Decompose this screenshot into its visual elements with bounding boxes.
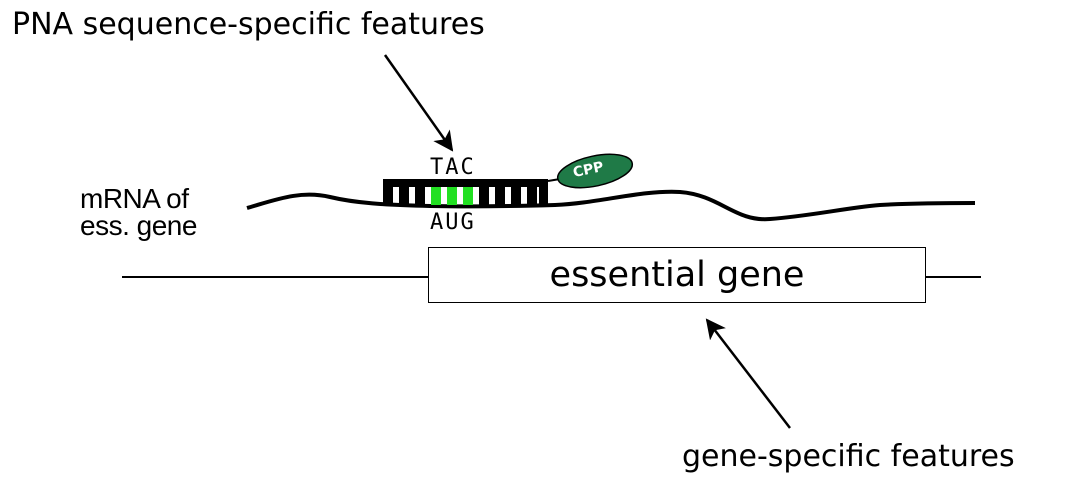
base-pair	[399, 187, 409, 205]
mrna-label: mRNA of ess. gene	[80, 183, 197, 241]
gene-features-label: gene-specific features	[682, 439, 1015, 474]
mrna-codon: AUG	[430, 210, 476, 235]
base-pairs	[383, 187, 548, 205]
mrna-strand	[246, 189, 976, 222]
pna-codon: TAC	[430, 155, 476, 180]
base-pair	[415, 187, 425, 205]
base-pair-match	[447, 187, 457, 205]
base-pair	[527, 187, 537, 205]
pna-backbone	[383, 179, 548, 187]
essential-gene-box: essential gene	[428, 247, 926, 303]
pna-features-label: PNA sequence-specific features	[12, 7, 485, 42]
gene-box-label: essential gene	[549, 255, 805, 295]
base-pair	[511, 187, 521, 205]
base-pair-match	[463, 187, 473, 205]
top-arrow	[383, 54, 454, 152]
mrna-label-line2: ess. gene	[80, 210, 197, 241]
base-pair	[539, 187, 548, 205]
bottom-arrow	[705, 318, 791, 429]
base-pair	[495, 187, 505, 205]
base-pair	[383, 187, 393, 205]
mrna-label-line1: mRNA of	[80, 183, 189, 214]
base-pair-match	[431, 187, 441, 205]
cpp-ellipse	[556, 153, 634, 189]
base-pair	[479, 187, 489, 205]
